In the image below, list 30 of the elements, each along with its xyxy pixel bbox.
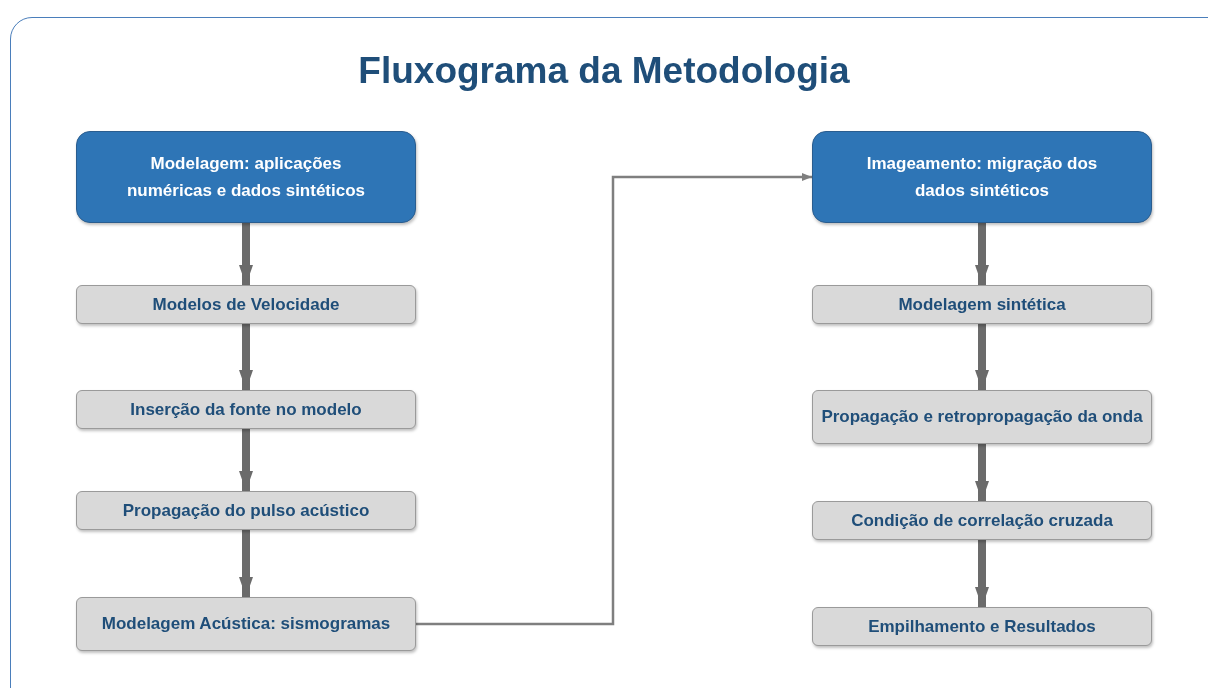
stage-box [812, 131, 1152, 223]
arrow [239, 429, 253, 491]
box-label: Propagação do pulso acústico [122, 499, 370, 522]
stage-box [76, 131, 416, 223]
arrow [975, 324, 989, 390]
process-box [76, 390, 416, 429]
process-box [76, 597, 416, 651]
title: Fluxograma da Metodologia [357, 50, 851, 92]
arrow [975, 540, 989, 607]
process-box [812, 607, 1152, 646]
arrow [239, 530, 253, 597]
box-label: Inserção da fonte no modelo [130, 398, 362, 421]
arrow [239, 324, 253, 390]
box-label: Condição de correlação cruzada [851, 509, 1113, 532]
process-box [812, 501, 1152, 540]
process-box [76, 285, 416, 324]
arrow [239, 223, 253, 285]
box-label: Imageamento: migração dos dados sintéticos [865, 152, 1099, 202]
process-box [812, 285, 1152, 324]
box-label: Modelagem: aplicações numéricas e dados sintéticos [125, 152, 367, 202]
process-box [812, 390, 1152, 444]
box-label: Modelagem Acústica: sismogramas [101, 613, 391, 636]
box-label: Empilhamento e Resultados [868, 615, 1096, 638]
process-box [76, 491, 416, 530]
arrow [975, 444, 989, 501]
arrow [416, 173, 812, 626]
arrow [975, 223, 989, 285]
box-label: Modelagem sintética [898, 293, 1066, 316]
box-label: Modelos de Velocidade [152, 293, 340, 316]
box-label: Propagação e retropropagação da onda [821, 406, 1143, 429]
